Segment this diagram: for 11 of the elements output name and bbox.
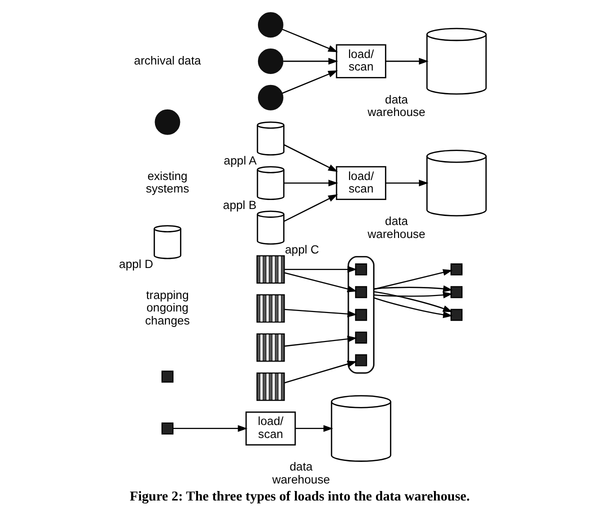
caption: Figure 2: The three types of loads into the data warehouse. — [129, 488, 470, 503]
node-label: appl B — [222, 197, 256, 212]
node-label: data warehouse — [367, 92, 425, 119]
node-label: data warehouse — [367, 214, 425, 240]
node-label: data warehouse — [272, 459, 330, 486]
node-label: appl D — [118, 256, 153, 270]
label: existing systems — [145, 168, 189, 196]
label: archival data — [134, 52, 200, 67]
node-label: appl C — [284, 242, 319, 256]
label: trapping ongoing changes — [144, 287, 190, 327]
node-label: appl A — [223, 152, 256, 167]
